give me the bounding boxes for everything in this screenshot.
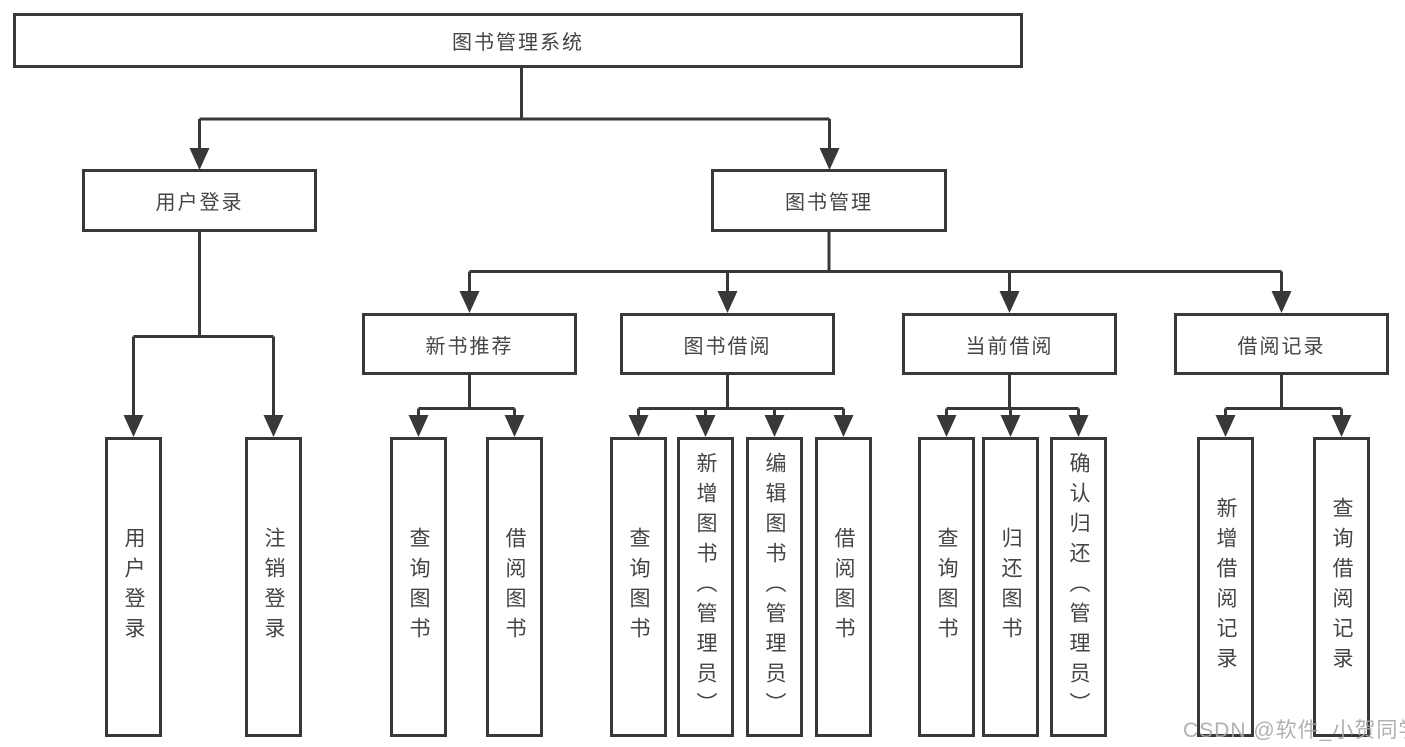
connector-book-borrow-to-leaves bbox=[628, 375, 854, 437]
node-label: 图书借阅 bbox=[683, 335, 772, 358]
node-label: 查询借阅记录 bbox=[1330, 497, 1353, 677]
connector-borrow-records-to-leaves bbox=[1215, 375, 1352, 437]
node-label: 新书推荐 bbox=[425, 335, 514, 358]
node-label: 编辑图书（管理员） bbox=[763, 452, 786, 722]
node-label: 借阅图书 bbox=[503, 527, 526, 647]
node-current-borrow: 当前借阅 bbox=[902, 313, 1117, 375]
node-label: 图书管理 bbox=[785, 192, 873, 214]
node-label: 新增图书（管理员） bbox=[694, 452, 717, 722]
leaf-edit-books-admin: 编辑图书（管理员） bbox=[746, 437, 803, 737]
node-label: 借阅记录 bbox=[1237, 335, 1326, 358]
node-user-login: 用户登录 bbox=[82, 169, 317, 232]
connector-root-to-level2 bbox=[189, 68, 840, 170]
node-label: 查询图书 bbox=[935, 527, 958, 647]
leaf-current-query-books: 查询图书 bbox=[918, 437, 975, 737]
node-root: 图书管理系统 bbox=[13, 13, 1023, 68]
leaf-borrow-query-books: 查询图书 bbox=[610, 437, 667, 737]
node-label: 新增借阅记录 bbox=[1214, 497, 1237, 677]
node-label: 用户登录 bbox=[155, 192, 244, 214]
connector-book-management-to-level3 bbox=[459, 232, 1292, 313]
leaf-query-borrow-record: 查询借阅记录 bbox=[1313, 437, 1370, 737]
node-label: 图书管理系统 bbox=[452, 32, 584, 54]
leaf-add-books-admin: 新增图书（管理员） bbox=[677, 437, 734, 737]
node-label: 查询图书 bbox=[627, 527, 650, 647]
leaf-user-login: 用户登录 bbox=[105, 437, 162, 737]
leaf-logout: 注销登录 bbox=[245, 437, 302, 737]
connector-new-book-recommend-to-leaves bbox=[408, 375, 525, 437]
node-label: 注销登录 bbox=[262, 527, 285, 647]
node-label: 当前借阅 bbox=[965, 335, 1054, 358]
leaf-confirm-return-admin: 确认归还（管理员） bbox=[1050, 437, 1107, 737]
node-label: 借阅图书 bbox=[832, 527, 855, 647]
node-label: 用户登录 bbox=[122, 527, 145, 647]
leaf-add-borrow-record: 新增借阅记录 bbox=[1197, 437, 1254, 737]
leaf-recommend-borrow-books: 借阅图书 bbox=[486, 437, 543, 737]
node-book-management: 图书管理 bbox=[711, 169, 947, 232]
leaf-borrow-books: 借阅图书 bbox=[815, 437, 872, 737]
connector-current-borrow-to-leaves bbox=[936, 375, 1089, 437]
node-borrow-records: 借阅记录 bbox=[1174, 313, 1389, 375]
csdn-watermark: CSDN @软件_小贺同学 bbox=[1183, 719, 1405, 742]
connector-user-login-to-leaves bbox=[123, 232, 284, 437]
node-label: 查询图书 bbox=[407, 527, 430, 647]
node-book-borrow: 图书借阅 bbox=[620, 313, 835, 375]
node-new-book-recommend: 新书推荐 bbox=[362, 313, 577, 375]
leaf-return-books: 归还图书 bbox=[982, 437, 1039, 737]
leaf-recommend-query-books: 查询图书 bbox=[390, 437, 447, 737]
node-label: 归还图书 bbox=[999, 527, 1022, 647]
node-label: 确认归还（管理员） bbox=[1067, 452, 1090, 722]
